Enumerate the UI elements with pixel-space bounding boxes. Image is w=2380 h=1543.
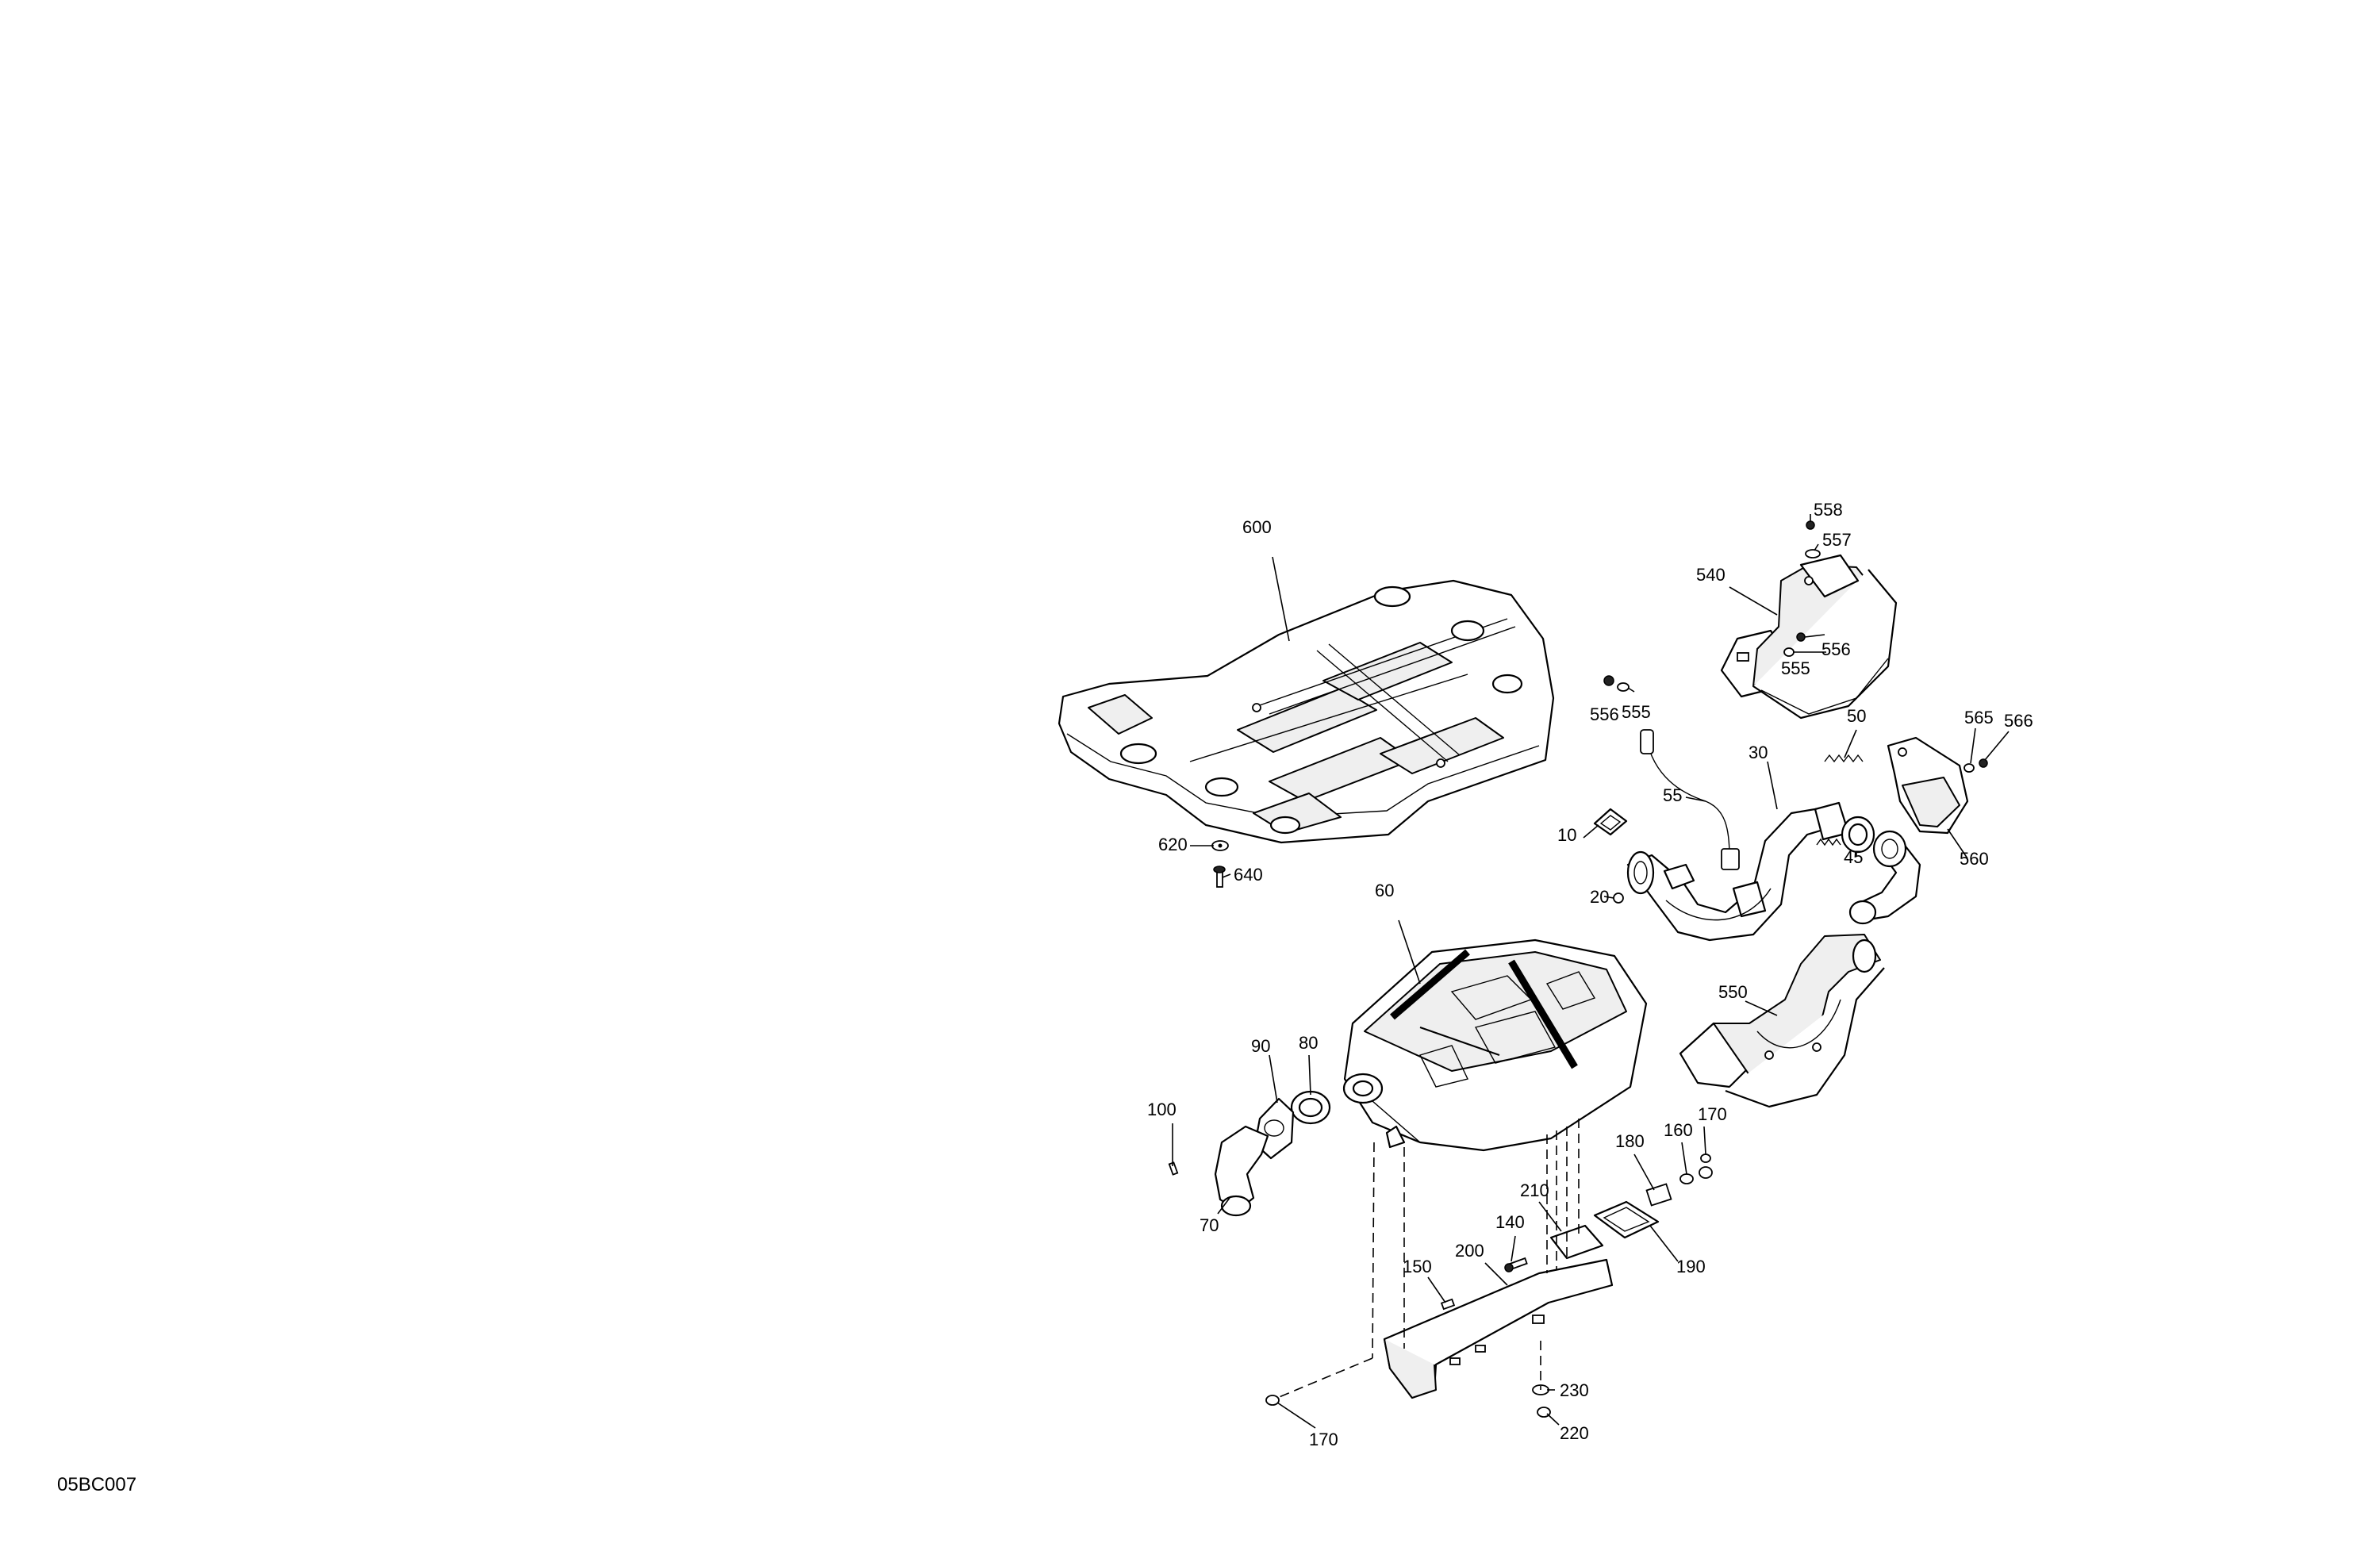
washer-555-right [1783,647,1795,657]
clamp-10 [1593,808,1628,836]
callout-45: 45 [1844,847,1863,867]
callout-140: 140 [1495,1212,1525,1232]
muffler-60 [1342,938,1648,1152]
pipe-elbow-right [1848,830,1921,925]
tailpipe-70 [1214,1125,1269,1217]
bracket-200 [1383,1224,1614,1399]
bolt-150 [1440,1298,1456,1311]
bolt-556-left [1603,675,1614,686]
callout-80: 80 [1299,1033,1318,1053]
callout-10: 10 [1557,825,1576,845]
bolt-558 [1806,520,1815,530]
callout-60: 60 [1375,881,1394,900]
callout-555-right: 555 [1781,658,1810,678]
washer-557 [1805,549,1821,558]
diagram-reference-code: 05BC007 [57,1474,137,1495]
callout-30: 30 [1749,743,1768,762]
heat-shield-560 [1887,736,1969,835]
callout-555-left: 555 [1622,702,1651,722]
callout-20: 20 [1590,887,1609,907]
bolt-556-right [1796,632,1806,642]
washer-555-left [1617,682,1630,692]
callout-200: 200 [1455,1241,1484,1261]
callout-150: 150 [1403,1257,1432,1276]
callout-55: 55 [1663,785,1682,805]
callout-70: 70 [1200,1215,1219,1235]
bolt-140 [1504,1257,1528,1272]
callout-620: 620 [1158,835,1188,854]
callout-100: 100 [1147,1100,1177,1119]
callout-90: 90 [1251,1036,1270,1056]
callout-540: 540 [1696,565,1726,585]
bolt-170-bottom [1265,1395,1280,1406]
washer-620 [1211,840,1229,851]
callout-170-bottom: 170 [1309,1430,1338,1449]
bolt-100 [1168,1161,1179,1176]
callout-180: 180 [1615,1131,1645,1151]
callout-560: 560 [1960,849,1989,869]
callout-557: 557 [1822,530,1852,550]
gasket-45 [1841,816,1875,854]
callout-558: 558 [1814,500,1843,520]
header-pipe-30 [1626,801,1850,942]
spring-50 [1824,754,1864,763]
nut-170-top [1699,1153,1713,1179]
callout-160: 160 [1664,1120,1693,1140]
callout-640: 640 [1234,865,1263,885]
heat-shield-540 [1720,554,1898,720]
callout-210: 210 [1520,1180,1549,1200]
callout-230: 230 [1560,1380,1589,1400]
callout-566: 566 [2004,711,2033,731]
spring-left [1816,838,1841,846]
washer-565 [1964,763,1975,773]
skid-plate-600 [1058,579,1555,844]
leader-lines [1172,514,2010,1429]
callout-170-top: 170 [1698,1104,1727,1124]
oxygen-sensor-55 [1640,729,1740,870]
bolt-640 [1213,866,1226,888]
callout-550: 550 [1718,982,1748,1002]
callout-labels: 600 620 640 60 90 80 100 70 150 200 140 … [1147,500,2033,1449]
rubber-mount-190 [1593,1200,1660,1239]
washer-160 [1679,1173,1694,1184]
callout-220: 220 [1560,1423,1589,1443]
callout-50: 50 [1847,706,1866,726]
callout-565: 565 [1964,708,1994,727]
nut-20 [1613,892,1624,904]
callout-556-left: 556 [1590,704,1619,724]
callout-556-right: 556 [1821,639,1851,659]
gasket-80 [1290,1090,1331,1125]
bushing-180 [1645,1183,1672,1207]
callout-190: 190 [1676,1257,1706,1276]
bolt-566 [1979,758,1988,768]
heat-shield-550 [1679,934,1885,1108]
callout-600: 600 [1242,517,1272,537]
